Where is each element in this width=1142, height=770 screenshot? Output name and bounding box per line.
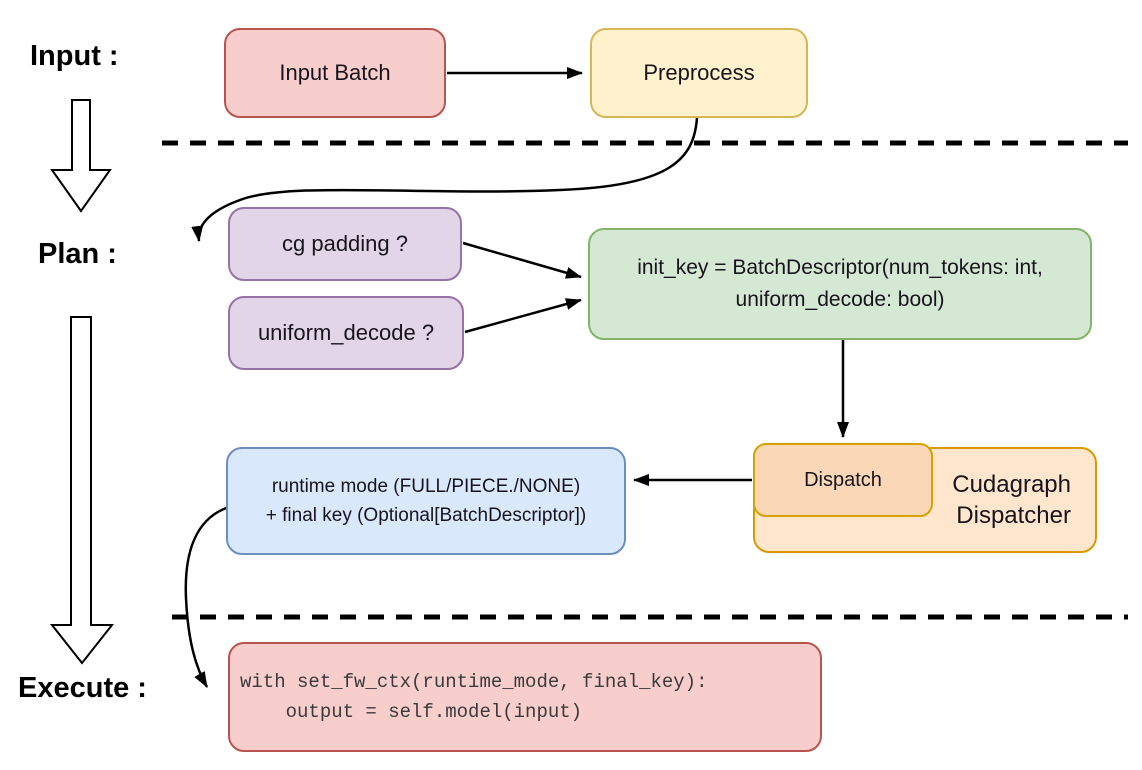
node-init-key-line2: uniform_decode: bool) (735, 288, 945, 311)
node-input-batch-label: Input Batch (279, 60, 391, 86)
node-uniform-decode: uniform_decode ? (228, 296, 464, 370)
node-input-batch: Input Batch (224, 28, 446, 118)
node-cudagraph-dispatcher-line2: Dispatcher (956, 502, 1071, 529)
node-execute-code: with set_fw_ctx(runtime_mode, final_key)… (228, 642, 822, 752)
node-cg-padding: cg padding ? (228, 207, 462, 281)
node-cudagraph-dispatcher-line1: Cudagraph (952, 471, 1071, 498)
stage-label-plan: Plan : (38, 238, 117, 270)
node-init-key-line1: init_key = BatchDescriptor(num_tokens: i… (637, 256, 1043, 279)
stage-arrow-plan-to-execute (49, 316, 115, 665)
node-execute-code-line2: output = self.model(input) (240, 701, 583, 723)
node-runtime-mode-line2: + final key (Optional[BatchDescriptor]) (265, 505, 587, 526)
node-init-key: init_key = BatchDescriptor(num_tokens: i… (588, 228, 1092, 340)
arrow-uniform-decode-to-init-key (464, 298, 582, 334)
node-preprocess: Preprocess (590, 28, 808, 118)
stage-label-execute: Execute : (18, 672, 147, 704)
node-dispatch: Dispatch (753, 443, 933, 517)
node-execute-code-line1: with set_fw_ctx(runtime_mode, final_key)… (240, 671, 708, 693)
stage-arrow-input-to-plan (50, 99, 112, 213)
node-runtime-mode: runtime mode (FULL/PIECE./NONE) + final … (226, 447, 626, 555)
node-runtime-mode-line1: runtime mode (FULL/PIECE./NONE) (271, 476, 581, 497)
arrow-cg-padding-to-init-key (462, 241, 582, 279)
arrow-runtime-mode-to-execute-code (184, 505, 230, 688)
arrow-preprocess-to-cg-padding (191, 117, 699, 242)
node-dispatch-label: Dispatch (804, 468, 882, 491)
stage-label-input: Input : (30, 40, 119, 72)
node-uniform-decode-label: uniform_decode ? (257, 320, 435, 346)
node-preprocess-label: Preprocess (643, 60, 755, 86)
node-cg-padding-label: cg padding ? (282, 231, 408, 257)
